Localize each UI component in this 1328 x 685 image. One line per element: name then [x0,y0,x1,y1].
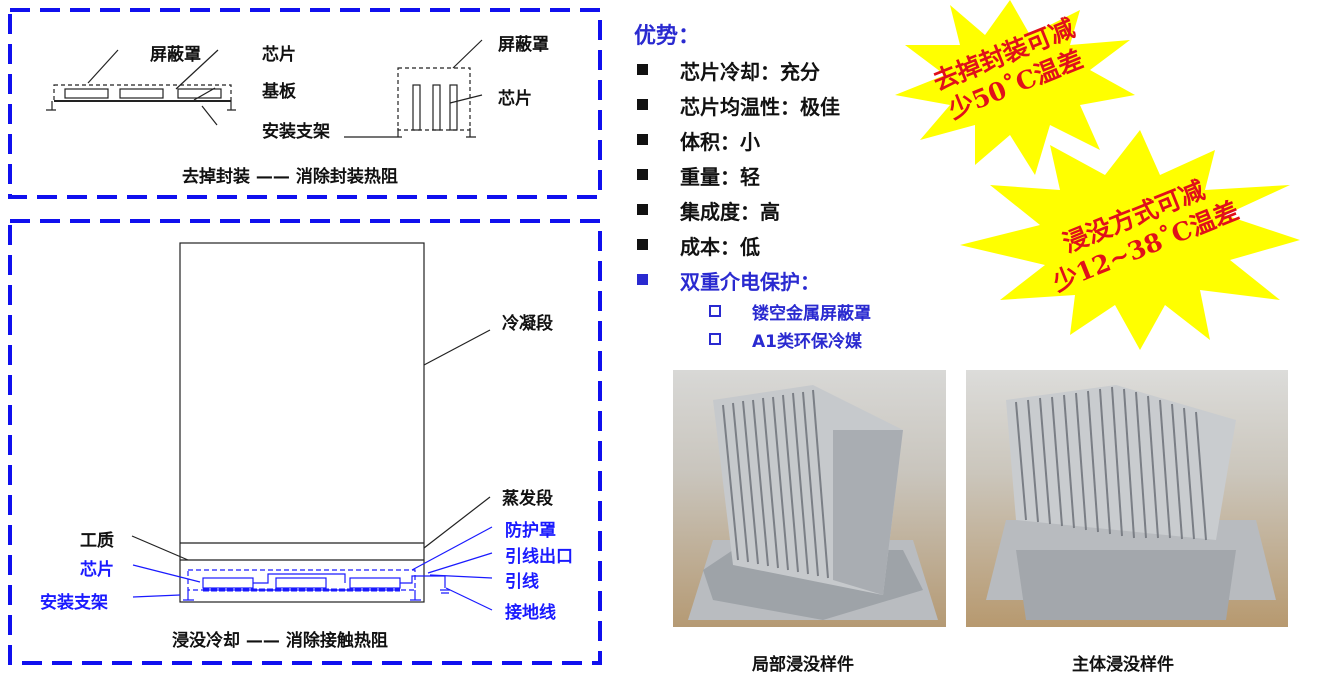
bullet-icon [637,239,648,250]
hollow-bullet-icon [709,333,721,345]
protective-cover-label: 防护罩 [505,521,556,541]
bullet-icon [637,99,648,110]
partial-immersion-photo [673,370,946,627]
callout-starburst-1 [895,0,1135,175]
top-left-chip-label: 芯片 [262,45,296,65]
main-immersion-caption: 主体浸没样件 [1072,655,1174,675]
advantage-item: 重量：轻 [680,165,760,189]
top-right-chip-label: 芯片 [498,89,532,109]
immersion-diagram [131,242,493,611]
bullet-icon [637,64,648,75]
top-right-shield-label: 屏蔽罩 [498,35,549,55]
advantage-item: 集成度：高 [680,200,780,224]
advantages-title: 优势： [634,24,701,49]
main-immersion-photo [966,370,1288,627]
partial-immersion-caption: 局部浸没样件 [752,655,854,675]
sub-item: A1类环保冷媒 [752,332,862,352]
hollow-bullet-icon [709,305,721,317]
bullet-icon [637,169,648,180]
bottom-chip-label: 芯片 [80,560,114,580]
sub-item: 镂空金属屏蔽罩 [752,304,871,324]
advantage-item: 芯片均温性：极佳 [680,95,840,119]
callout-starburst-2 [960,130,1300,350]
bottom-bracket-label: 安装支架 [40,593,108,613]
top-left-substrate-label: 基板 [262,82,296,102]
advantage-item: 体积：小 [680,130,760,154]
bullet-icon [637,134,648,145]
advantage-item: 芯片冷却：充分 [680,60,820,84]
lead-label: 引线 [505,572,539,592]
dual-protection-label: 双重介电保护： [680,270,820,294]
bullet-icon [637,204,648,215]
condensing-section-label: 冷凝段 [502,314,553,334]
packaged-chip-diagram [46,49,236,126]
ground-wire-label: 接地线 [505,603,556,623]
top-caption: 去掉封装 —— 消除封装热阻 [182,167,398,187]
evaporating-section-label: 蒸发段 [502,489,553,509]
bottom-caption: 浸没冷却 —— 消除接触热阻 [172,631,388,651]
bottom-panel-border [8,219,602,665]
top-left-shield-label: 屏蔽罩 [150,45,201,65]
vertical-chip-diagram [344,39,483,138]
top-left-bracket-label: 安装支架 [262,122,330,142]
lead-outlet-label: 引线出口 [505,547,573,567]
bullet-icon [637,274,648,285]
working-fluid-label: 工质 [80,531,114,551]
advantage-item: 成本：低 [680,235,760,259]
